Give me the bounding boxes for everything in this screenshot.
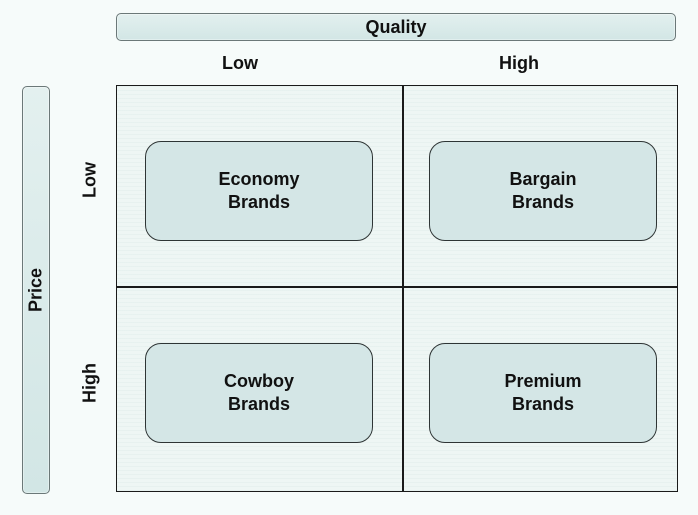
bargain-brands-line2: Brands [511,192,574,212]
price-axis-bar: Price [22,86,50,494]
bargain-brands-line1: Bargain [509,169,577,189]
economy-brands-box: Economy Brands [145,141,373,241]
premium-brands-line2: Brands [511,394,574,414]
horizontal-divider [117,286,677,288]
premium-brands-line1: Premium [504,371,582,391]
quality-axis-bar: Quality [116,13,676,41]
quadrant-grid: Economy Brands Bargain Brands Cowboy Bra… [116,85,678,492]
economy-brands-line1: Economy [218,169,300,189]
quality-high-label: High [499,53,539,73]
bargain-brands-box: Bargain Brands [429,141,657,241]
quality-low-label: Low [222,53,258,73]
price-axis-title: Price [25,267,46,313]
price-high-label: High [79,363,100,403]
economy-brands-line2: Brands [227,192,290,212]
price-low-label: Low [79,162,100,198]
vertical-divider [402,86,404,491]
cowboy-brands-line2: Brands [227,394,290,414]
cowboy-brands-box: Cowboy Brands [145,343,373,443]
quality-axis-title: Quality [365,17,427,37]
premium-brands-box: Premium Brands [429,343,657,443]
cowboy-brands-line1: Cowboy [224,371,294,391]
